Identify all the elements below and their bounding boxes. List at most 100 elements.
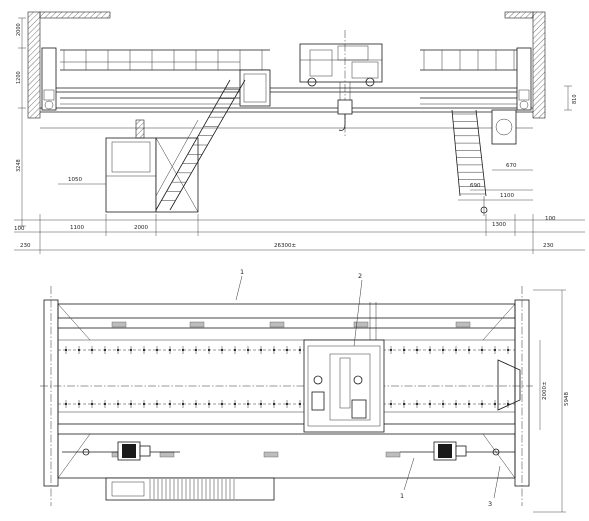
diaphragm-dot — [233, 348, 237, 352]
diaphragm-dot — [142, 348, 146, 352]
part-label-1-bottom: 1 — [400, 492, 404, 500]
diaphragm-dot — [272, 348, 276, 352]
girder-diaphragm-ticks — [64, 346, 510, 408]
diaphragm-dot — [493, 402, 497, 406]
girder-bottom — [57, 423, 516, 435]
right-column-hatch — [532, 11, 546, 119]
walkway-plate — [385, 451, 401, 458]
diaphragm-dot — [402, 402, 406, 406]
diaphragm-dot — [142, 402, 146, 406]
diaphragm-dot — [428, 402, 432, 406]
diaphragm-dot — [259, 348, 263, 352]
diaphragm-dot — [64, 402, 68, 406]
diaphragm-dot — [441, 348, 445, 352]
right-ladder — [451, 109, 487, 197]
dim-cab-height: 1050 — [68, 177, 82, 183]
operator-cab — [105, 79, 246, 213]
girder-top — [57, 317, 516, 329]
diaphragm-dot — [493, 348, 497, 352]
diaphragm-dot — [116, 402, 120, 406]
diaphragm-dot — [389, 348, 393, 352]
diaphragm-dot — [480, 348, 484, 352]
diaphragm-dot — [90, 402, 94, 406]
dim-right-690: 690 — [470, 183, 481, 189]
left-drive-box — [239, 69, 271, 107]
diaphragm-dot — [129, 402, 133, 406]
diaphragm-dot — [467, 402, 471, 406]
diaphragm-dot — [116, 348, 120, 352]
diaphragm-dot — [467, 348, 471, 352]
left-drive-motor — [62, 441, 180, 461]
left-column-hatch — [27, 11, 41, 119]
diaphragm-dot — [428, 348, 432, 352]
diaphragm-dot — [220, 402, 224, 406]
dim-right-small: 810 — [572, 94, 578, 104]
diaphragm-dot — [194, 348, 198, 352]
diaphragm-dot — [506, 402, 510, 406]
diaphragm-dot — [207, 348, 211, 352]
diaphragm-dot — [480, 402, 484, 406]
plan-view: 2000± 5948 1 2 1 3 — [40, 268, 570, 513]
diaphragm-dot — [155, 348, 159, 352]
dim-overall-width: 5948 — [564, 392, 570, 406]
walkway-plate — [455, 321, 471, 328]
diaphragm-dot — [103, 402, 107, 406]
left-end-truck — [41, 47, 57, 111]
dim-right-230: 230 — [543, 243, 554, 249]
part-label-3: 3 — [488, 500, 492, 508]
diaphragm-dot — [402, 348, 406, 352]
part-label-1-top: 1 — [240, 268, 244, 276]
dim-left-100: 100 — [14, 226, 25, 232]
diaphragm-dot — [155, 402, 159, 406]
walkway-plate — [189, 321, 205, 328]
diaphragm-dot — [246, 402, 250, 406]
diaphragm-dot — [259, 402, 263, 406]
top-wall-left-hatch — [39, 11, 111, 19]
dim-right-100: 100 — [545, 216, 556, 222]
dim-left-230: 230 — [20, 243, 31, 249]
walkway-plates — [111, 321, 471, 494]
top-wall-right-hatch — [504, 11, 534, 19]
plan-trolley — [303, 302, 385, 433]
left-walkway — [60, 49, 270, 105]
diaphragm-dot — [207, 402, 211, 406]
diaphragm-dot — [415, 402, 419, 406]
right-gearbox — [491, 109, 517, 145]
diaphragm-dot — [298, 348, 302, 352]
diaphragm-dot — [454, 348, 458, 352]
diaphragm-dot — [454, 402, 458, 406]
dim-bottom-2000: 2000 — [134, 225, 148, 231]
walkway-plate — [111, 321, 127, 328]
dim-height-top: 2000 — [16, 23, 22, 36]
right-end-truck — [516, 47, 532, 111]
right-walkway — [420, 49, 517, 105]
hook-block — [337, 82, 353, 131]
diaphragm-dot — [415, 348, 419, 352]
dim-gauge: 2000± — [542, 381, 548, 400]
dim-right-670: 670 — [506, 163, 517, 169]
dim-bottom-1100-left: 1100 — [70, 225, 84, 231]
diaphragm-dot — [389, 402, 393, 406]
diaphragm-dot — [246, 348, 250, 352]
part-label-2: 2 — [358, 272, 362, 280]
railing-posts — [63, 50, 515, 70]
diaphragm-dot — [181, 402, 185, 406]
diaphragm-dot — [129, 348, 133, 352]
diaphragm-dot — [298, 402, 302, 406]
dim-right-1100: 1100 — [500, 193, 514, 199]
dim-span-total: 26300± — [274, 243, 296, 249]
diaphragm-dot — [168, 348, 172, 352]
diaphragm-dot — [285, 402, 289, 406]
walkway-plate — [159, 451, 175, 458]
diaphragm-dot — [77, 402, 81, 406]
diaphragm-dot — [441, 402, 445, 406]
diaphragm-dot — [90, 348, 94, 352]
diaphragm-dot — [181, 348, 185, 352]
right-drive-motor — [400, 441, 515, 461]
dim-right-1300: 1300 — [492, 222, 506, 228]
walkway-plate — [353, 321, 369, 328]
diaphragm-dot — [168, 402, 172, 406]
diaphragm-dot — [64, 348, 68, 352]
diaphragm-dot — [220, 348, 224, 352]
